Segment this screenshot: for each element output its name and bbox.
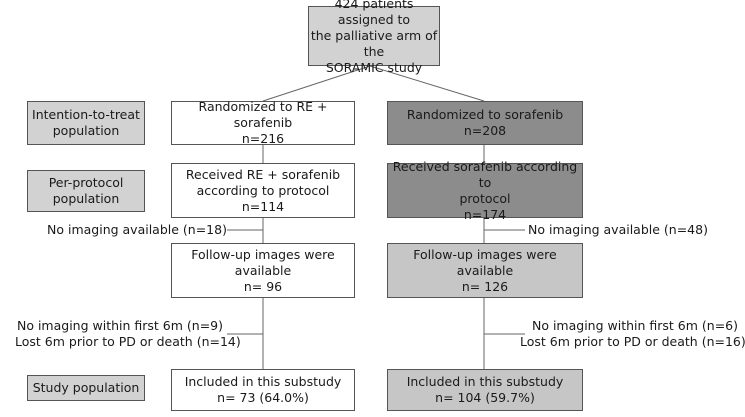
left-received-line-2: according to protocol [196, 182, 330, 198]
left-excluded-note: No imaging within first 6m (n=9) Lost 6m… [15, 318, 241, 350]
left-received-line-3: n=114 [241, 198, 285, 214]
pp-label-line-1: Per-protocol [48, 175, 124, 190]
top-line-2: the palliative arm of the [310, 28, 438, 59]
right-randomized-line-2: n=208 [463, 123, 507, 138]
study-label-box: Study population [27, 375, 145, 401]
left-randomized-box: Randomized to RE + sorafenib n=216 [171, 99, 355, 146]
left-followup-line-3: n= 96 [243, 278, 283, 294]
right-excluded-line-1: No imaging within first 6m (n=6) [531, 318, 738, 333]
right-included-box: Included in this substudy n= 104 (59.7%) [387, 369, 583, 411]
left-followup-line-1: Follow-up images were [191, 246, 335, 262]
right-excluded-note: No imaging within first 6m (n=6) Lost 6m… [520, 318, 745, 350]
right-received-box: Received sorafenib according to protocol… [387, 159, 583, 222]
left-received-box: Received RE + sorafenib according to pro… [171, 163, 355, 218]
right-followup-line-2: available [456, 262, 514, 278]
left-included-line-2: n= 73 (64.0%) [217, 390, 309, 405]
left-followup-line-2: available [234, 262, 292, 278]
right-received-line-1: Received sorafenib according to [392, 158, 578, 190]
left-excluded-line-1: No imaging within first 6m (n=9) [16, 318, 223, 333]
right-randomized-box: Randomized to sorafenib n=208 [387, 101, 583, 145]
top-line-3: SORAMIC study [325, 60, 423, 75]
right-no-imaging-note: No imaging available (n=48) [528, 222, 708, 237]
itt-label-box: Intention-to-treat population [27, 101, 145, 145]
top-line-1: 424 patients assigned to [334, 0, 414, 27]
right-excluded-line-2: Lost 6m prior to PD or death (n=16) [520, 334, 745, 349]
top-box: 424 patients assigned to the palliative … [308, 0, 440, 75]
right-followup-box: Follow-up images were available n= 126 [387, 243, 583, 298]
itt-label-line-2: population [52, 123, 120, 138]
pp-label-box: Per-protocol population [27, 170, 145, 212]
left-received-line-1: Received RE + sorafenib [185, 166, 341, 182]
right-followup-line-1: Follow-up images were [413, 246, 557, 262]
left-randomized-line-1: Randomized to RE + sorafenib [198, 99, 328, 130]
pp-label-line-2: population [52, 191, 120, 206]
right-received-line-2: protocol [459, 190, 511, 206]
left-no-imaging-note: No imaging available (n=18) [47, 222, 227, 237]
study-label-line-1: Study population [32, 380, 140, 395]
right-received-line-3: n=174 [463, 206, 507, 222]
right-included-line-2: n= 104 (59.7%) [435, 390, 535, 405]
right-included-line-1: Included in this substudy [406, 374, 564, 389]
left-included-box: Included in this substudy n= 73 (64.0%) [171, 369, 355, 411]
left-followup-box: Follow-up images were available n= 96 [171, 243, 355, 298]
right-followup-line-3: n= 126 [461, 278, 509, 294]
left-included-line-1: Included in this substudy [184, 374, 342, 389]
itt-label-line-1: Intention-to-treat [32, 107, 140, 122]
left-randomized-line-2: n=216 [241, 131, 285, 146]
right-randomized-line-1: Randomized to sorafenib [406, 107, 564, 122]
left-excluded-line-2: Lost 6m prior to PD or death (n=14) [15, 334, 241, 349]
